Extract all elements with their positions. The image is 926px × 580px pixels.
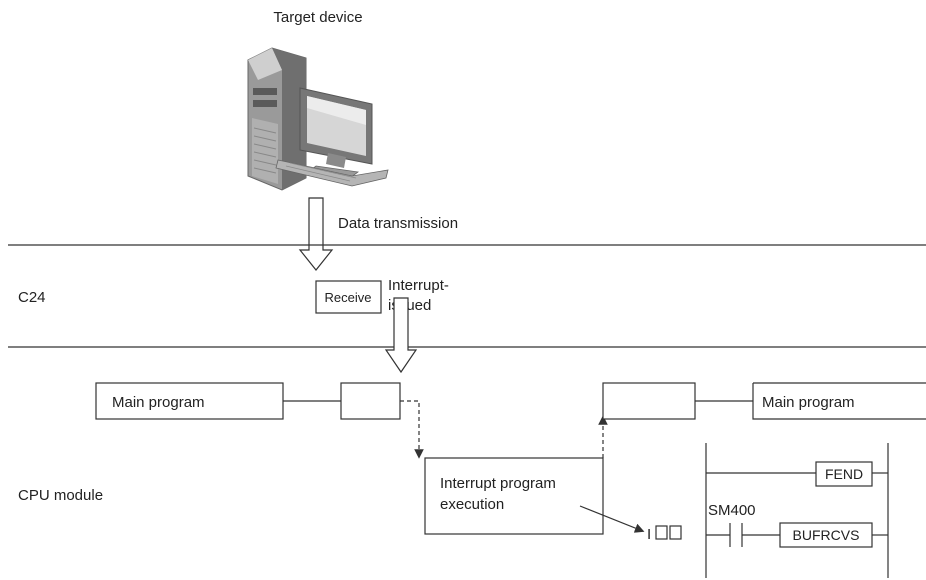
fend-instruction-box xyxy=(815,461,873,487)
receive-box xyxy=(315,280,382,314)
c24-label: C24 xyxy=(18,289,46,306)
bufrcvs-label: BUFRCVS xyxy=(793,527,860,543)
interrupt-arrow xyxy=(384,297,418,374)
interrupt-program-box xyxy=(424,457,604,535)
main-program-right-box xyxy=(752,382,926,420)
data-transmission-label: Data transmission xyxy=(338,215,458,232)
bufrcvs-instruction-box xyxy=(779,522,873,548)
target-device-label: Target device xyxy=(273,9,362,26)
pointer-i-label: I xyxy=(647,526,651,543)
sm400-label: SM400 xyxy=(708,502,756,519)
pointer-arrow xyxy=(579,505,645,533)
program-segment-box xyxy=(340,382,401,420)
computer-icon xyxy=(247,47,389,191)
interrupt-label-line1: Interrupt- xyxy=(388,277,449,294)
interrupt-pointer-symbol: I xyxy=(647,525,682,543)
dashed-jump-down xyxy=(400,400,424,459)
cpu-module-label: CPU module xyxy=(18,487,103,504)
receive-label: Receive xyxy=(325,290,372,305)
interrupt-program-line1: Interrupt program xyxy=(440,475,556,492)
transmission-arrow xyxy=(298,197,334,271)
main-program-right-label: Main program xyxy=(762,394,855,411)
program-resume-box xyxy=(602,382,696,420)
fend-label: FEND xyxy=(825,466,863,482)
interrupt-program-line2: execution xyxy=(440,496,504,513)
main-program-left-label: Main program xyxy=(112,394,205,411)
